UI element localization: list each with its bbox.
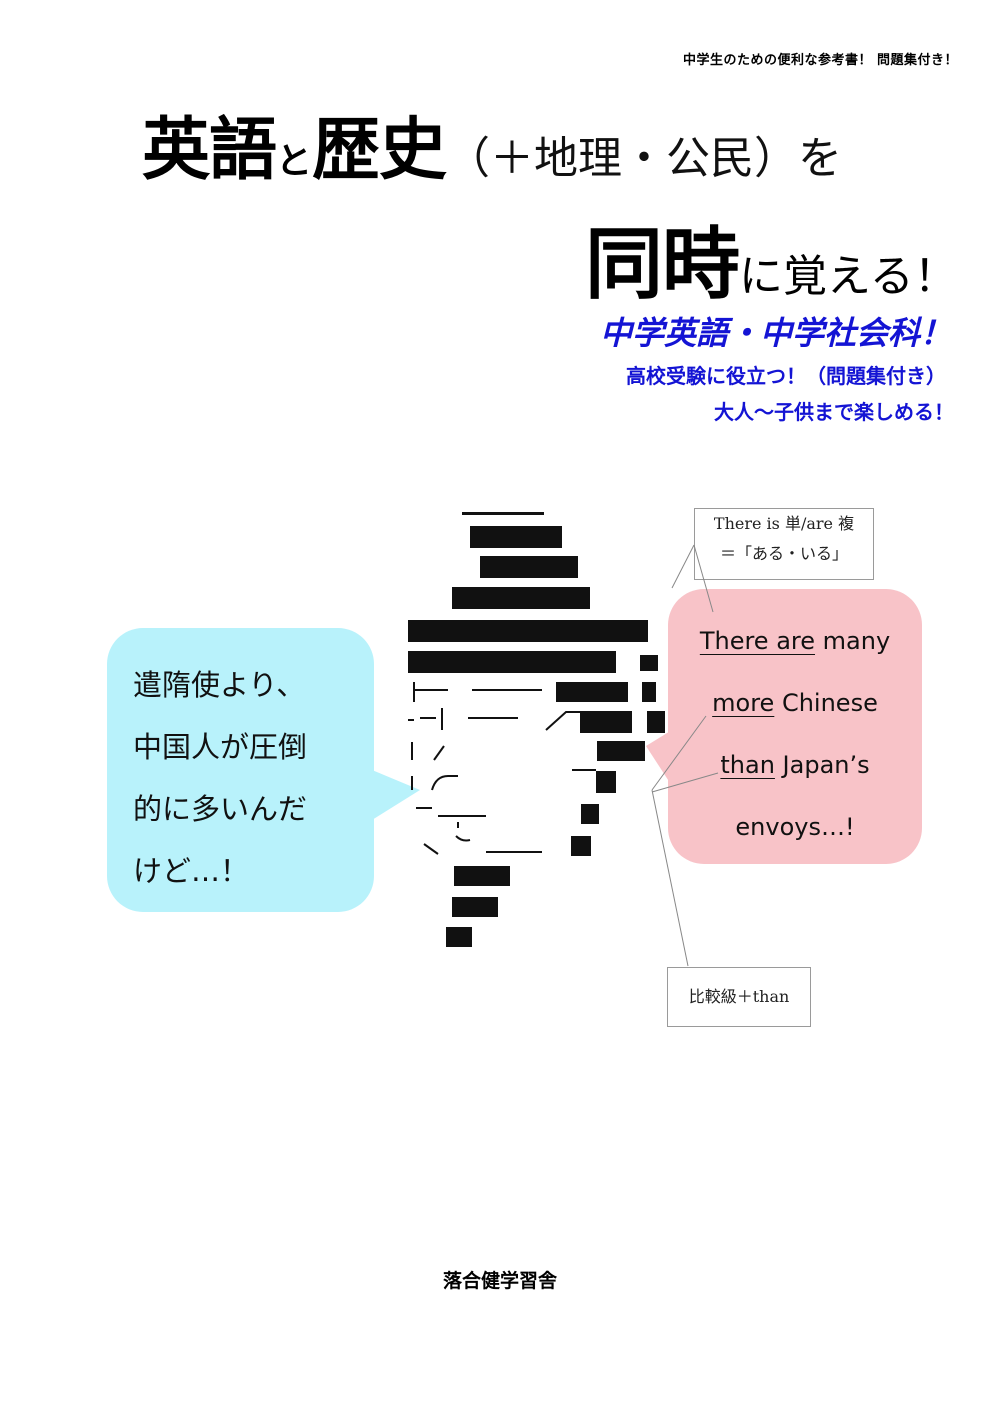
- title-paren: （＋地理・公民）を: [446, 133, 843, 184]
- bubble-left-line: 遣隋使より、: [133, 668, 306, 702]
- bubble-left-line: けど…！: [133, 854, 250, 888]
- header-tagline: 中学生のための便利な参考書！ 問題集付き！: [682, 53, 958, 68]
- subtitle-line1: 中学英語・中学社会科！: [599, 314, 952, 352]
- subtitle-line3: 大人～子供まで楽しめる！: [714, 400, 954, 424]
- title-simultaneous: 同時: [585, 220, 740, 310]
- title-line2: 同時に覚える！: [585, 202, 958, 314]
- speech-bubble-right: [668, 589, 922, 864]
- bubble-right-line: than Japan’s: [672, 734, 918, 796]
- title-english: 英語: [142, 111, 277, 190]
- speech-bubble-left: [107, 628, 374, 912]
- underlined-there-are: There are: [699, 627, 816, 655]
- subtitle-line2: 高校受験に役立つ！（問題集付き）: [626, 364, 946, 388]
- note-box-there-is: There is 単/are 複 ＝「ある・いる」: [694, 508, 874, 580]
- bubble-left-line: 的に多いんだ: [133, 792, 308, 826]
- bubble-right-line: more Chinese: [672, 672, 918, 734]
- publisher-name: 落合健学習舎: [442, 1270, 557, 1292]
- bubble-left-line: 中国人が圧倒: [133, 730, 308, 764]
- underlined-more: more: [712, 689, 775, 717]
- title-line1: 英語と歴史（＋地理・公民）を: [142, 94, 843, 190]
- note-top-line1: There is 単/are 複: [713, 514, 855, 533]
- title-to: と: [276, 141, 313, 182]
- note-box-comparative: 比較級＋than: [667, 967, 811, 1027]
- bubble-right-word: Chinese: [774, 689, 878, 717]
- note-top-line2: ＝「ある・いる」: [719, 544, 848, 563]
- bubble-right-line: envoys…!: [735, 813, 855, 841]
- bubble-right-word: many: [815, 627, 891, 655]
- bubble-right-line: There are many: [672, 610, 918, 672]
- speech-bubble-left-text: 遣隋使より、 中国人が圧倒 的に多いんだ けど…！: [133, 654, 365, 902]
- title-history: 歴史: [312, 111, 447, 190]
- bubble-right-word: Japan’s: [774, 751, 870, 779]
- underlined-than: than: [720, 751, 775, 779]
- speech-bubble-right-text: There are many more Chinese than Japan’s…: [672, 610, 918, 858]
- title-memorize: に覚える！: [739, 251, 958, 302]
